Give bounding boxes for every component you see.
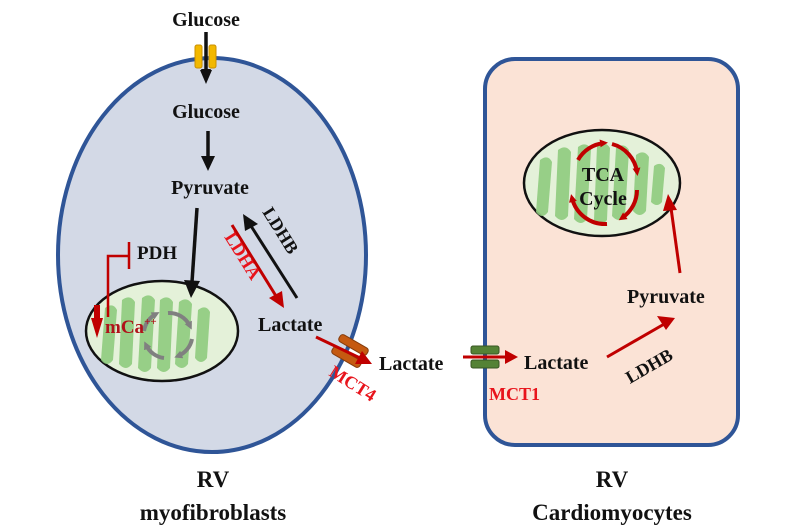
lactate-intracellular-label: Lactate bbox=[258, 314, 323, 336]
pdh-inhibition-icon bbox=[106, 242, 131, 317]
glucose-outside-label: Glucose bbox=[172, 9, 240, 31]
left-caption-line1: RV bbox=[197, 467, 230, 492]
mitochondrion-left bbox=[84, 279, 240, 383]
mitochondrion-right bbox=[522, 128, 682, 238]
ldhb-arrowhead bbox=[243, 214, 258, 231]
pyruvate-cardiomyocyte-label: Pyruvate bbox=[627, 286, 705, 308]
pyruvate-to-tca-arrow bbox=[669, 207, 682, 274]
ldha-arrowhead bbox=[269, 291, 284, 308]
mca-superscript: ++ bbox=[144, 316, 157, 328]
pyruvate-to-mito-arrowhead bbox=[184, 280, 200, 298]
glucose-transporter-icon bbox=[194, 44, 217, 69]
pdh-label: PDH bbox=[137, 243, 177, 264]
pyruvate-to-tca-arrowhead bbox=[663, 194, 677, 211]
ldhb-right-arrow bbox=[606, 321, 667, 359]
lactate-import-arrowhead bbox=[505, 350, 518, 364]
lactate-export-arrowhead bbox=[355, 351, 372, 364]
left-caption-line2: myofibroblasts bbox=[140, 500, 287, 525]
mct1-transporter-icon bbox=[470, 345, 500, 369]
glucose-inside-label: Glucose bbox=[172, 101, 240, 123]
glucose-uptake-arrowhead bbox=[200, 70, 212, 84]
mct1-label: MCT1 bbox=[489, 384, 540, 404]
right-caption-line1: RV bbox=[596, 467, 629, 492]
ldha-arrow bbox=[230, 224, 278, 297]
decrease-arrow-icon bbox=[91, 305, 103, 338]
glycolysis-arrowhead bbox=[201, 156, 215, 171]
mca-text: mCa bbox=[105, 317, 145, 338]
mct4-label: MCT4 bbox=[326, 361, 380, 405]
lactate-export-arrow bbox=[315, 335, 361, 360]
ldhb-right-arrowhead bbox=[657, 316, 675, 330]
pyruvate-to-mito-arrow bbox=[190, 207, 199, 283]
lactate-cardiomyocyte-label: Lactate bbox=[524, 352, 589, 374]
right-caption-line2: Cardiomyocytes bbox=[532, 500, 692, 525]
mca-label: mCa++ bbox=[105, 316, 157, 338]
tca-label-line2: Cycle bbox=[579, 188, 627, 210]
tca-label-line1: TCA bbox=[582, 164, 625, 186]
mct4-transporter-icon bbox=[331, 334, 369, 368]
lactate-extracellular-label: Lactate bbox=[379, 353, 444, 375]
ldhb-arrow bbox=[249, 225, 299, 299]
pyruvate-label: Pyruvate bbox=[171, 177, 249, 199]
